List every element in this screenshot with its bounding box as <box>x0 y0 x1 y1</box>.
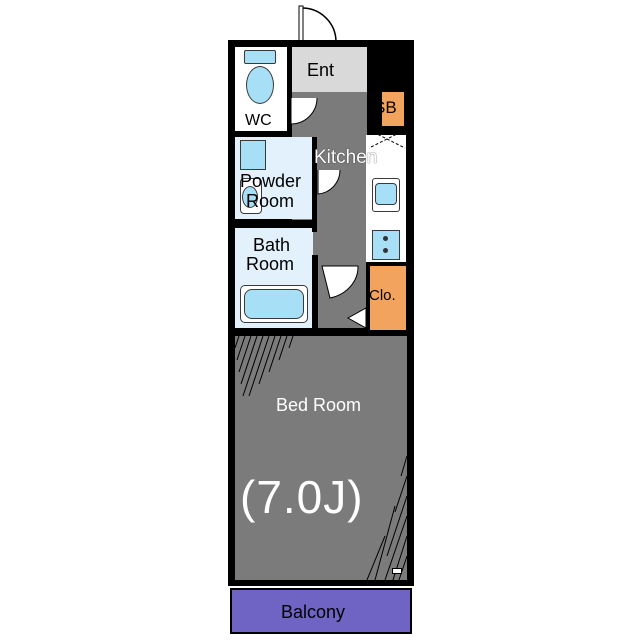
burner-icon <box>383 248 388 253</box>
bath-room-label-line2: Room <box>246 254 295 274</box>
bed-room-label: Bed Room <box>276 395 362 415</box>
kitchen-sink-basin <box>375 183 397 205</box>
upper-cabinet-icon <box>368 129 406 149</box>
balcony-label: Balcony <box>281 602 346 622</box>
bed-room-size: (7.0J) <box>240 471 364 523</box>
bath-room-label-line1: Bath <box>253 235 291 255</box>
washbasin-icon <box>242 186 258 208</box>
wall-bath-right <box>312 255 318 335</box>
toilet-bowl-icon <box>246 66 274 104</box>
wc-label: WC <box>245 112 272 129</box>
wall-bedroom-top <box>230 328 370 336</box>
burner-icon <box>383 236 388 241</box>
wall-entrance-right <box>367 40 374 92</box>
wall-powder-right <box>312 137 317 232</box>
kitchen-label: Kitchen <box>314 147 378 168</box>
entrance-label: Ent <box>307 60 335 80</box>
vanity-counter <box>240 140 266 170</box>
powder-room-label-line1: Powder <box>240 171 302 191</box>
closet <box>370 266 406 330</box>
entrance-area <box>292 47 367 92</box>
bedroom-door-icon <box>321 265 359 299</box>
wall-wc-bottom <box>230 131 292 137</box>
toilet-tank <box>244 50 276 64</box>
outlet-icon <box>392 568 402 574</box>
shoe-box <box>381 91 405 127</box>
wall-wc-entrance <box>287 47 292 133</box>
powder-room-label-line2: Room <box>246 191 295 211</box>
closet-label: Clo. <box>369 287 396 304</box>
powder-door-icon <box>317 169 341 195</box>
wc-door-icon <box>290 97 318 125</box>
cooktop <box>372 230 400 260</box>
balcony <box>230 588 412 634</box>
bathtub-basin <box>244 289 304 319</box>
entrance-door-icon <box>298 5 337 43</box>
wall-powder-bottom <box>230 220 317 228</box>
closet-door-icon <box>346 307 367 329</box>
bedroom-hatching <box>235 336 407 580</box>
wall-kitchen-right <box>406 85 414 335</box>
bed-room <box>235 336 407 580</box>
wall-sb-top <box>367 85 414 90</box>
shoe-box-label: SB <box>374 98 397 117</box>
